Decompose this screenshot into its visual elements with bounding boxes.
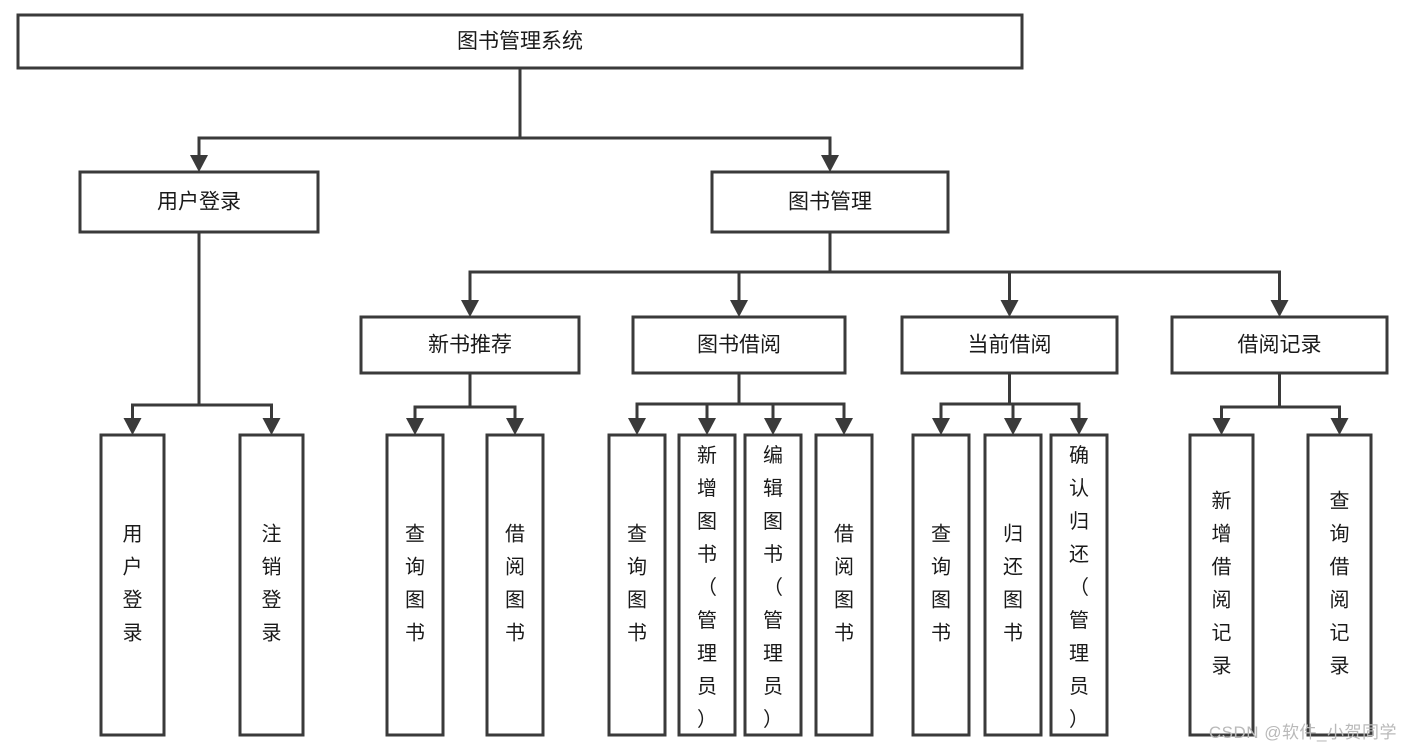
node-box-leaf-add-record[interactable] bbox=[1188, 433, 1255, 737]
arrow-head-icon bbox=[628, 418, 646, 435]
node-new-book-recommend[interactable]: 新书推荐 bbox=[359, 315, 581, 375]
node-label-leaf-edit-book: 编辑图书（管理员） bbox=[763, 444, 783, 731]
node-box-borrow-record[interactable] bbox=[1170, 315, 1389, 375]
node-label-leaf-add-book: 新增图书（管理员） bbox=[697, 444, 717, 731]
node-label-new-book-recommend: 新书推荐 bbox=[428, 334, 512, 357]
node-user-login[interactable]: 用户登录 bbox=[78, 170, 320, 234]
node-label-leaf-add-record: 新增借阅记录 bbox=[1212, 490, 1232, 678]
connector-new-book-recommend-to-leaf-borrow-book-1 bbox=[468, 373, 524, 435]
node-box-root[interactable] bbox=[16, 13, 1024, 70]
node-label-book-borrow: 图书借阅 bbox=[697, 334, 781, 357]
node-leaf-edit-book[interactable]: 编辑图书（管理员） bbox=[743, 433, 803, 737]
connector-book-manage-to-current-borrow bbox=[828, 232, 1019, 317]
connector-book-borrow-to-leaf-borrow-book-2 bbox=[737, 373, 853, 435]
nodes-layer: 图书管理系统用户登录图书管理新书推荐图书借阅当前借阅借阅记录用户登录注销登录查询… bbox=[16, 13, 1389, 737]
node-label-user-login: 用户登录 bbox=[157, 191, 241, 214]
node-box-user-login[interactable] bbox=[78, 170, 320, 234]
connector-root-to-book-manage bbox=[518, 68, 839, 172]
connector-new-book-recommend-to-leaf-query-book-1 bbox=[406, 373, 472, 435]
node-label-book-manage: 图书管理 bbox=[788, 191, 872, 214]
node-box-leaf-query-book-2[interactable] bbox=[607, 433, 667, 737]
node-root[interactable]: 图书管理系统 bbox=[16, 13, 1024, 70]
node-leaf-query-book-1[interactable]: 查询图书 bbox=[385, 433, 445, 737]
arrow-head-icon bbox=[698, 418, 716, 435]
arrow-head-icon bbox=[932, 418, 950, 435]
node-label-borrow-record: 借阅记录 bbox=[1238, 334, 1322, 357]
connectors-layer bbox=[123, 68, 1349, 435]
node-label-leaf-return-book: 归还图书 bbox=[1003, 523, 1023, 645]
node-label-root: 图书管理系统 bbox=[457, 30, 583, 53]
node-box-book-borrow[interactable] bbox=[631, 315, 847, 375]
node-leaf-return-book[interactable]: 归还图书 bbox=[983, 433, 1043, 737]
arrow-head-icon bbox=[1070, 418, 1088, 435]
node-box-leaf-borrow-book-1[interactable] bbox=[485, 433, 545, 737]
node-leaf-confirm-return[interactable]: 确认归还（管理员） bbox=[1049, 433, 1109, 737]
connector-user-login-to-leaf-user-login bbox=[123, 232, 201, 435]
node-box-leaf-query-book-3[interactable] bbox=[911, 433, 971, 737]
node-borrow-record[interactable]: 借阅记录 bbox=[1170, 315, 1389, 375]
node-label-leaf-query-book-3: 查询图书 bbox=[931, 523, 951, 645]
arrow-head-icon bbox=[835, 418, 853, 435]
node-label-leaf-user-login: 用户登录 bbox=[123, 524, 143, 645]
connector-book-manage-to-new-book-recommend bbox=[461, 232, 832, 317]
arrow-head-icon bbox=[262, 418, 281, 435]
arrow-head-icon bbox=[190, 155, 208, 172]
node-box-leaf-edit-book[interactable] bbox=[743, 433, 803, 737]
node-leaf-add-book[interactable]: 新增图书（管理员） bbox=[677, 433, 737, 737]
node-box-leaf-confirm-return[interactable] bbox=[1049, 433, 1109, 737]
connector-user-login-to-leaf-logout bbox=[197, 232, 281, 435]
node-box-leaf-borrow-book-2[interactable] bbox=[814, 433, 874, 737]
node-box-current-borrow[interactable] bbox=[900, 315, 1119, 375]
node-label-leaf-query-record: 查询借阅记录 bbox=[1330, 490, 1350, 678]
arrow-head-icon bbox=[1000, 300, 1019, 317]
node-leaf-query-book-3[interactable]: 查询图书 bbox=[911, 433, 971, 737]
node-label-current-borrow: 当前借阅 bbox=[968, 334, 1052, 357]
connector-borrow-record-to-leaf-query-record bbox=[1278, 373, 1349, 435]
node-box-book-manage[interactable] bbox=[710, 170, 950, 234]
node-book-manage[interactable]: 图书管理 bbox=[710, 170, 950, 234]
connector-book-manage-to-book-borrow bbox=[730, 232, 832, 317]
arrow-head-icon bbox=[1330, 418, 1349, 435]
arrow-head-icon bbox=[1004, 418, 1022, 435]
connector-book-manage-to-borrow-record bbox=[828, 232, 1289, 317]
node-box-leaf-logout[interactable] bbox=[238, 433, 305, 737]
node-leaf-query-book-2[interactable]: 查询图书 bbox=[607, 433, 667, 737]
node-label-leaf-confirm-return: 确认归还（管理员） bbox=[1069, 444, 1089, 731]
node-box-leaf-return-book[interactable] bbox=[983, 433, 1043, 737]
arrow-head-icon bbox=[506, 418, 524, 435]
node-book-borrow[interactable]: 图书借阅 bbox=[631, 315, 847, 375]
node-box-leaf-user-login[interactable] bbox=[99, 433, 166, 737]
node-label-leaf-query-book-1: 查询图书 bbox=[405, 523, 425, 645]
arrow-head-icon bbox=[730, 300, 748, 317]
node-leaf-query-record[interactable]: 查询借阅记录 bbox=[1306, 433, 1373, 737]
node-leaf-add-record[interactable]: 新增借阅记录 bbox=[1188, 433, 1255, 737]
node-box-leaf-query-record[interactable] bbox=[1306, 433, 1373, 737]
node-box-leaf-add-book[interactable] bbox=[677, 433, 737, 737]
connector-current-borrow-to-leaf-confirm-return bbox=[1008, 373, 1088, 435]
connector-borrow-record-to-leaf-add-record bbox=[1212, 373, 1281, 435]
node-label-leaf-borrow-book-2: 借阅图书 bbox=[834, 523, 854, 645]
node-label-leaf-query-book-2: 查询图书 bbox=[627, 523, 647, 645]
node-leaf-user-login[interactable]: 用户登录 bbox=[99, 433, 166, 737]
connector-current-borrow-to-leaf-query-book-3 bbox=[932, 373, 1011, 435]
arrow-head-icon bbox=[764, 418, 782, 435]
node-label-leaf-logout: 注销登录 bbox=[262, 523, 282, 645]
node-current-borrow[interactable]: 当前借阅 bbox=[900, 315, 1119, 375]
node-box-new-book-recommend[interactable] bbox=[359, 315, 581, 375]
connector-root-to-user-login bbox=[190, 68, 522, 172]
arrow-head-icon bbox=[461, 300, 479, 317]
arrow-head-icon bbox=[821, 155, 839, 172]
arrow-head-icon bbox=[1270, 300, 1289, 317]
node-leaf-borrow-book-1[interactable]: 借阅图书 bbox=[485, 433, 545, 737]
node-leaf-borrow-book-2[interactable]: 借阅图书 bbox=[814, 433, 874, 737]
node-box-leaf-query-book-1[interactable] bbox=[385, 433, 445, 737]
arrow-head-icon bbox=[1212, 418, 1231, 435]
node-label-leaf-borrow-book-1: 借阅图书 bbox=[505, 523, 525, 645]
node-leaf-logout[interactable]: 注销登录 bbox=[238, 433, 305, 737]
arrow-head-icon bbox=[123, 418, 142, 435]
arrow-head-icon bbox=[406, 418, 424, 435]
